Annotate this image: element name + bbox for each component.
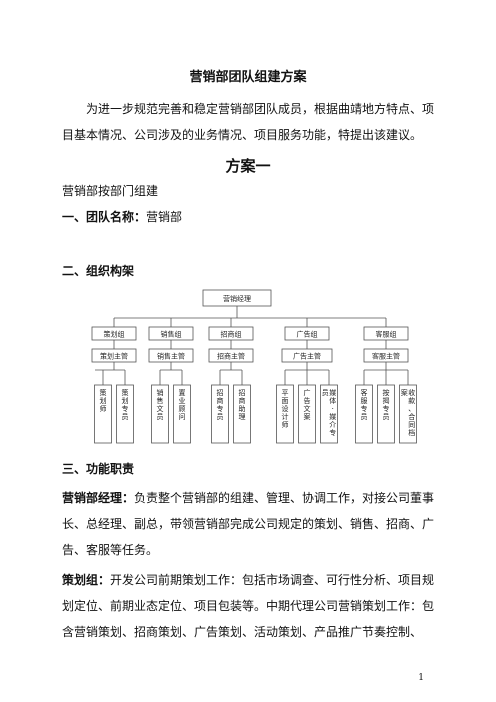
- staff-2-0-label: 招商专员: [217, 388, 224, 421]
- staff-1-0-box: [151, 384, 169, 444]
- staff-0-0-label: 策划师: [100, 388, 107, 413]
- group-4-label: 客服组: [376, 330, 397, 339]
- intro-paragraph: 为进一步规范完善和稳定营销部团队成员，根据曲靖地方特点、项目基本情况、公司涉及的…: [62, 102, 435, 142]
- group-3-label: 广告组: [297, 330, 318, 339]
- org-top-label: 营销经理: [223, 294, 251, 303]
- staff-3-2-label: 媒体·媒介专: [329, 388, 336, 437]
- manager-duties: 营销部经理：负责整个营销部的组建、管理、协调工作，对接公司董事长、总经理、副总，…: [62, 485, 440, 563]
- staff-1-1-box: [173, 384, 191, 444]
- staff-3-2-label: 员: [322, 389, 329, 397]
- staff-2-0-box: [211, 384, 229, 444]
- staff-0-1-box: [116, 384, 134, 444]
- staff-4-0-box: [355, 384, 373, 444]
- manager-label: 营销部经理：: [62, 491, 135, 505]
- manager-text: 负责整个营销部的组建、管理、协调工作，对接公司董事长、总经理、副总，带领营销部完…: [62, 491, 435, 557]
- lead-1-label: 销售主管: [157, 352, 185, 361]
- planning-text: 开发公司前期策划工作：包括市场调查、可行性分析、项目规划定位、前期业态定位、项目…: [62, 573, 435, 639]
- section-1-value: 营销部: [146, 210, 183, 224]
- staff-0-1-label: 策划专员: [122, 388, 129, 421]
- group-0-label: 策划组: [104, 330, 125, 339]
- lead-2-label: 招商主管: [217, 352, 245, 361]
- lead-0-label: 策划主管: [100, 352, 128, 361]
- by-dept-line: 营销部按部门组建: [62, 184, 159, 198]
- section-1-label: 一、团队名称：: [62, 210, 147, 224]
- staff-1-0-label: 销售文员: [157, 388, 164, 421]
- staff-3-2-box: [320, 384, 338, 444]
- staff-3-0-label: 平面设计师: [282, 389, 289, 429]
- staff-1-1-label: 置业顾问: [179, 389, 186, 421]
- planning-label: 策划组：: [62, 573, 111, 587]
- staff-3-1-label: 广告文案: [304, 388, 311, 421]
- staff-4-2-label: 收款、合同档: [408, 388, 415, 437]
- staff-4-2-box: [399, 384, 417, 444]
- group-2-label: 招商组: [221, 330, 242, 339]
- page-number: 1: [418, 673, 424, 683]
- lead-3-label: 广告主管: [293, 352, 321, 361]
- lead-4-label: 客服主管: [372, 352, 400, 361]
- staff-4-1-box: [377, 384, 395, 444]
- planning-duties: 策划组：开发公司前期策划工作：包括市场调查、可行性分析、项目规划定位、前期业态定…: [62, 567, 440, 645]
- group-1-label: 销售组: [161, 330, 182, 339]
- staff-0-0-box: [94, 384, 112, 444]
- staff-4-0-label: 客服专员: [361, 388, 368, 421]
- section-1: 一、团队名称：营销部: [62, 204, 442, 230]
- document-title: 营销部团队组建方案: [189, 70, 307, 85]
- staff-4-2-label: 案: [401, 388, 408, 397]
- section-2-heading: 二、组织构架: [62, 264, 135, 278]
- staff-2-1-label: 招商助理: [239, 388, 246, 421]
- section-3-heading: 三、功能职责: [62, 462, 135, 476]
- scheme-heading: 方案一: [225, 157, 271, 175]
- staff-3-0-box: [276, 384, 294, 444]
- staff-2-1-box: [233, 384, 251, 444]
- staff-3-1-box: [298, 384, 316, 444]
- staff-4-1-label: 按揭专员: [383, 388, 390, 421]
